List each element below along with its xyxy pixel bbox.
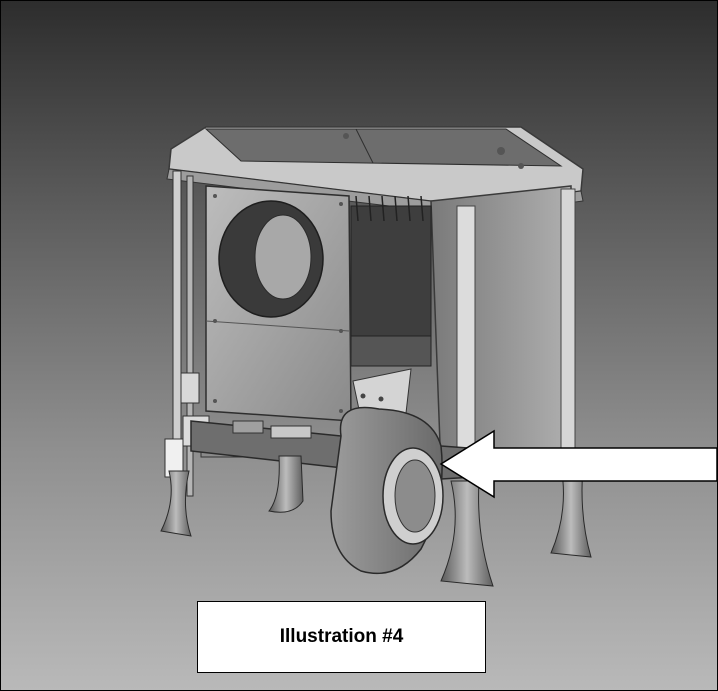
stove-front-plate [205, 185, 352, 422]
stove-rear-housing [350, 195, 432, 367]
pointer-arrow [439, 429, 717, 499]
illustration-caption: Illustration #4 [279, 626, 404, 647]
stove-side-panel [430, 185, 576, 472]
caption-box: Illustration #4 [197, 601, 486, 673]
stove-legs [160, 455, 592, 587]
blower-housing [330, 368, 444, 575]
stove-top-lid [166, 126, 584, 217]
